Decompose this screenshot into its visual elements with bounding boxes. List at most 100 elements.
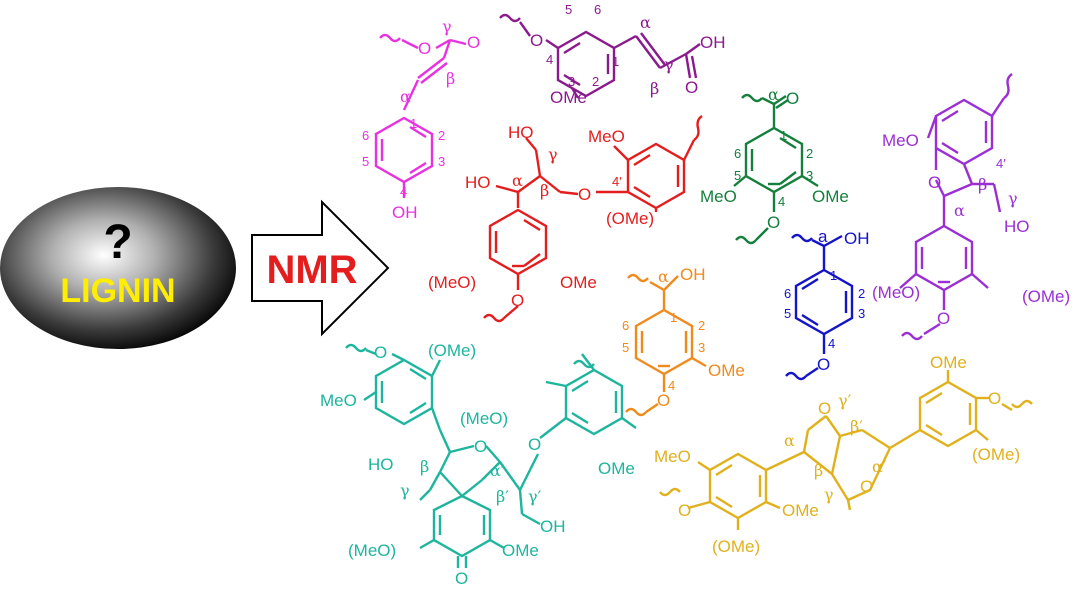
spirodienone-meo-paren-mid: (MeO) <box>460 409 508 428</box>
pcoumarate-n4: 4 <box>400 184 407 199</box>
pcoumarate-beta: β <box>446 69 455 88</box>
nmr-arrow: NMR <box>251 199 390 337</box>
syringaldehyde-labels: O α MeO OMe O 1 2 3 4 5 6 <box>700 85 849 232</box>
ferulate-n3: 3 <box>568 74 575 89</box>
ferulate-labels: O OH O OMe α β γ 5 6 1 2 3 4 <box>530 2 726 107</box>
syringaldehyde-n4: 4 <box>778 194 785 209</box>
resinol-o-ring-bottom: O <box>860 477 873 496</box>
pcoumarate-oh: OH <box>392 203 418 222</box>
ferulate-n6: 6 <box>594 2 601 17</box>
ferulate-gamma: γ <box>664 55 674 74</box>
resinol-beta: β <box>814 461 823 480</box>
resinol-alpha-p: α′ <box>872 457 887 476</box>
beta-o4-ome: OMe <box>560 273 597 292</box>
syringaldehyde-n1: 1 <box>780 128 787 143</box>
guaiacyl-n6: 6 <box>622 318 629 333</box>
spirodienone-ome-paren-top: (OMe) <box>428 341 476 360</box>
beta-o4-beta: β <box>540 181 549 200</box>
beta-o4-alpha: α <box>512 171 523 190</box>
resinol-ome-paren-right: (OMe) <box>972 445 1020 464</box>
phenylcoumaran-gamma: γ <box>1008 189 1018 208</box>
syringaldehyde-n3: 3 <box>806 168 813 183</box>
spirodienone-oh: OH <box>540 517 566 536</box>
beta-o4-structure <box>483 115 703 323</box>
syringaldehyde-n2: 2 <box>806 146 813 161</box>
syringaldehyde-o-bottom: O <box>767 213 780 232</box>
syringaldehyde-meo: MeO <box>700 187 737 206</box>
lignin-title: LIGNIN <box>60 272 175 310</box>
phenylcoumaran-ome-paren: (OMe) <box>1022 287 1070 306</box>
spirodienone-o-ether: O <box>528 435 541 454</box>
hydroxyphenyl-o: O <box>817 355 830 374</box>
ferulate-n1: 1 <box>612 54 619 69</box>
hydroxyphenyl-n3: 3 <box>858 306 865 321</box>
phenylcoumaran-o-ring: O <box>928 173 941 192</box>
resinol-structure <box>659 370 1033 530</box>
guaiacyl-n3: 3 <box>698 340 705 355</box>
pcoumarate-n1: 1 <box>410 116 417 131</box>
beta-o4-meo-top: MeO <box>588 127 625 146</box>
spirodienone-ome-bottom: OMe <box>502 541 539 560</box>
phenylcoumaran-structure <box>899 73 1013 341</box>
question-mark: ? <box>103 216 132 269</box>
beta-o4-ho2: HO <box>465 173 491 192</box>
beta-o4-labels: HO HO MeO (OMe) (MeO) OMe O O 4′ α β γ <box>428 123 654 310</box>
spirodienone-alpha-p: α′ <box>490 461 505 480</box>
beta-o4-o-bottom: O <box>511 291 524 310</box>
guaiacyl-n2: 2 <box>698 318 705 333</box>
spirodienone-o-top: O <box>374 343 387 362</box>
phenylcoumaran-alpha: α <box>954 201 965 220</box>
resinol-gamma-p: γ′ <box>838 391 852 410</box>
spirodienone-meo: MeO <box>320 391 357 410</box>
guaiacyl-structure <box>625 273 707 417</box>
resinol-meo: MeO <box>654 447 691 466</box>
beta-o4-n4p: 4′ <box>612 174 622 189</box>
syringaldehyde-o: O <box>786 89 799 108</box>
beta-o4-ome-paren: (OMe) <box>606 209 654 228</box>
resinol-ome: OMe <box>782 501 819 520</box>
resinol-o-left: O <box>678 501 691 520</box>
spirodienone-meo-paren-bottom: (MeO) <box>348 541 396 560</box>
ferulate-o-carbonyl: O <box>685 78 698 97</box>
resinol-gamma: γ <box>824 485 834 504</box>
ferulate-beta: β <box>650 79 659 98</box>
resinol-ome-top: OMe <box>930 353 967 372</box>
hydroxyphenyl-n2: 2 <box>858 286 865 301</box>
ferulate-structure <box>499 13 701 99</box>
pcoumarate-n5: 5 <box>362 154 369 169</box>
syringaldehyde-n6: 6 <box>734 146 741 161</box>
spirodienone-ome-right: OMe <box>598 459 635 478</box>
ferulate-o: O <box>530 31 543 50</box>
guaiacyl-alpha: α <box>658 267 669 286</box>
resinol-labels: OMe O (OMe) MeO O OMe (OMe) O O α β γ α′… <box>654 353 1020 556</box>
pcoumarate-o: O <box>418 39 431 58</box>
ferulate-n5: 5 <box>565 2 572 17</box>
hydroxyphenyl-n1: 1 <box>830 268 837 283</box>
ferulate-oh: OH <box>700 33 726 52</box>
phenylcoumaran-beta: β <box>978 175 987 194</box>
pcoumarate-gamma: γ <box>442 17 452 36</box>
pcoumarate-alpha: α <box>400 87 411 106</box>
nmr-label: NMR <box>266 248 357 292</box>
resinol-o-ring-top: O <box>818 399 831 418</box>
ferulate-ome: OMe <box>550 88 587 107</box>
phenylcoumaran-n4p: 4′ <box>996 156 1006 171</box>
spirodienone-o-keto: O <box>455 569 468 588</box>
hydroxyphenyl-structure <box>785 233 854 381</box>
hydroxyphenyl-a: a <box>818 227 828 246</box>
phenylcoumaran-ho: HO <box>1004 217 1030 236</box>
syringaldehyde-ome: OMe <box>812 187 849 206</box>
pcoumarate-labels: O O γ β α 1 2 3 4 5 6 OH <box>362 17 480 222</box>
resinol-ome-paren-bottom: (OMe) <box>712 537 760 556</box>
spirodienone-structure <box>345 343 637 568</box>
hydroxyphenyl-n5: 5 <box>784 306 791 321</box>
phenylcoumaran-meo-paren: (MeO) <box>872 283 920 302</box>
beta-o4-o-ether: O <box>578 185 591 204</box>
ferulate-alpha: α <box>640 13 651 32</box>
beta-o4-meo-paren: (MeO) <box>428 273 476 292</box>
guaiacyl-n5: 5 <box>622 340 629 355</box>
spirodienone-gamma-p: γ′ <box>528 487 542 506</box>
guaiacyl-n1: 1 <box>670 310 677 325</box>
beta-o4-ho1: HO <box>508 123 534 142</box>
syringaldehyde-structure <box>733 93 819 245</box>
